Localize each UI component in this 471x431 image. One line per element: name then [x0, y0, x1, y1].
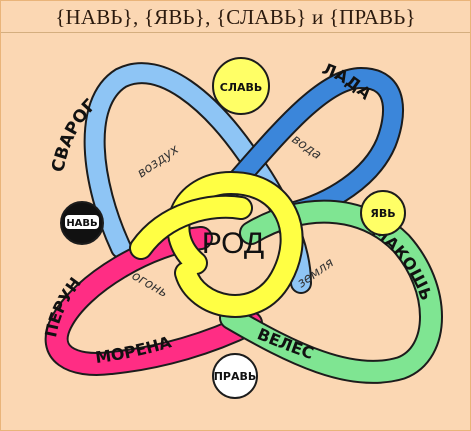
air-label: воздух: [135, 142, 182, 181]
prav-circle: ПРАВЬ: [212, 353, 258, 399]
yellow-loop: [129, 170, 304, 318]
svg-text:СЛАВЬ: СЛАВЬ: [220, 81, 263, 94]
makosh-ribbon: [221, 201, 441, 382]
rod-center-label: РОД: [202, 227, 264, 260]
slavic-worlds-diagram: СВАРОГ ЛАДА ПЕРУН МОРЕНА МАКОШЬ ВЕЛЕС во…: [41, 57, 443, 399]
svg-text:ПРАВЬ: ПРАВЬ: [214, 370, 257, 383]
svg-text:ЯВЬ: ЯВЬ: [370, 207, 395, 220]
svg-text:НАВЬ: НАВЬ: [66, 218, 97, 229]
fire-label: огонь: [129, 268, 170, 300]
page-title: {НАВЬ}, {ЯВЬ}, {СЛАВЬ} и {ПРАВЬ}: [55, 5, 416, 29]
yav-circle: ЯВЬ: [360, 190, 406, 236]
pink-loop: [44, 226, 263, 376]
lada-ribbon: [217, 68, 402, 222]
water-label: вода: [289, 132, 324, 163]
nav-circle: НАВЬ: [60, 201, 104, 245]
title-bar: {НАВЬ}, {ЯВЬ}, {СЛАВЬ} и {ПРАВЬ}: [1, 1, 470, 33]
green-loop: [219, 199, 443, 384]
perun-ribbon: [46, 228, 261, 374]
slav-circle: СЛАВЬ: [212, 57, 270, 115]
